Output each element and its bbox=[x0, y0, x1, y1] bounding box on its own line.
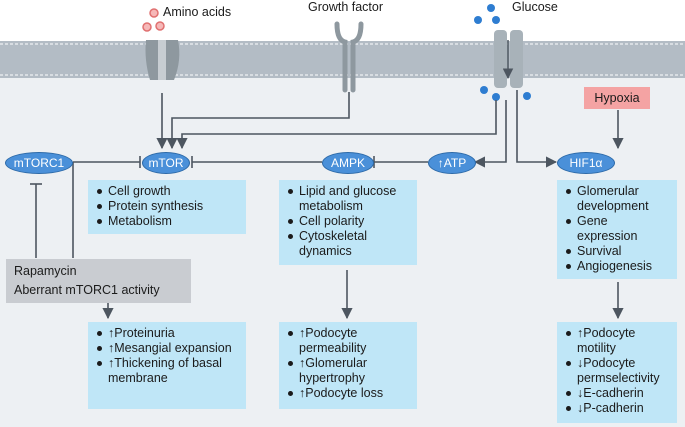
ampk-effects-panel: Lipid and glucose metabolism Cell polari… bbox=[279, 180, 417, 265]
mtor-outcomes-panel: ↑Proteinuria ↑Mesangial expansion ↑Thick… bbox=[88, 322, 246, 409]
ampk-node: AMPK bbox=[322, 152, 374, 174]
list-item: Cell growth bbox=[97, 184, 240, 199]
list-item: Metabolism bbox=[97, 214, 240, 229]
mtorc1-node: mTORC1 bbox=[5, 152, 73, 174]
list-item: Cytoskeletal dynamics bbox=[288, 229, 411, 259]
hypoxia-box: Hypoxia bbox=[584, 87, 650, 109]
list-item: ↑Thickening of basal membrane bbox=[97, 356, 240, 386]
arrow-glucose-to-hif bbox=[516, 90, 558, 168]
list-item: ↑Glomerular hypertrophy bbox=[288, 356, 411, 386]
list-item: Glomerular development bbox=[566, 184, 671, 214]
growth-factor-label: Growth factor bbox=[308, 0, 384, 14]
list-item: ↑Mesangial expansion bbox=[97, 341, 240, 356]
list-item: Gene expression bbox=[566, 214, 671, 244]
rapamycin-box: Rapamycin Aberrant mTORC1 activity bbox=[6, 259, 191, 303]
list-item: Lipid and glucose metabolism bbox=[288, 184, 411, 214]
list-item: Angiogenesis bbox=[566, 259, 671, 274]
rapamycin-label: Rapamycin bbox=[14, 264, 77, 278]
arrow-glucose-to-mtor bbox=[176, 100, 497, 150]
aberrant-mtorc1-label: Aberrant mTORC1 activity bbox=[14, 283, 160, 297]
ampk-outcomes-panel: ↑Podocyte permeability ↑Glomerular hyper… bbox=[279, 322, 417, 409]
list-item: ↓Podocyte permselectivity bbox=[566, 356, 671, 386]
hif-effects-panel: Glomerular development Gene expression S… bbox=[557, 180, 677, 279]
list-item: Protein synthesis bbox=[97, 199, 240, 214]
list-item: ↑Podocyte loss bbox=[288, 386, 411, 401]
glucose-transporter bbox=[494, 30, 523, 88]
glucose-dots bbox=[474, 4, 531, 101]
arrow-glucose-to-atp bbox=[473, 100, 507, 168]
list-item: ↑Podocyte motility bbox=[566, 326, 671, 356]
mtor-effects-panel: Cell growth Protein synthesis Metabolism bbox=[88, 180, 246, 234]
list-item: Cell polarity bbox=[288, 214, 411, 229]
list-item: ↓P-cadherin bbox=[566, 401, 671, 416]
list-item: ↑Proteinuria bbox=[97, 326, 240, 341]
hif1a-node: HIF1α bbox=[557, 152, 615, 174]
amino-acids-label: Amino acids bbox=[163, 5, 232, 19]
arrow-growth-to-mtor bbox=[166, 92, 350, 150]
glucose-label: Glucose bbox=[512, 0, 558, 14]
list-item: ↑Podocyte permeability bbox=[288, 326, 411, 356]
growth-factor-receptor bbox=[334, 21, 364, 93]
amino-acid-transporter bbox=[145, 40, 180, 80]
list-item: ↓E-cadherin bbox=[566, 386, 671, 401]
list-item: Survival bbox=[566, 244, 671, 259]
atp-node: ↑ATP bbox=[428, 152, 476, 174]
hif-outcomes-panel: ↑Podocyte motility ↓Podocyte permselecti… bbox=[557, 322, 677, 423]
mtor-node: mTOR bbox=[142, 152, 190, 174]
